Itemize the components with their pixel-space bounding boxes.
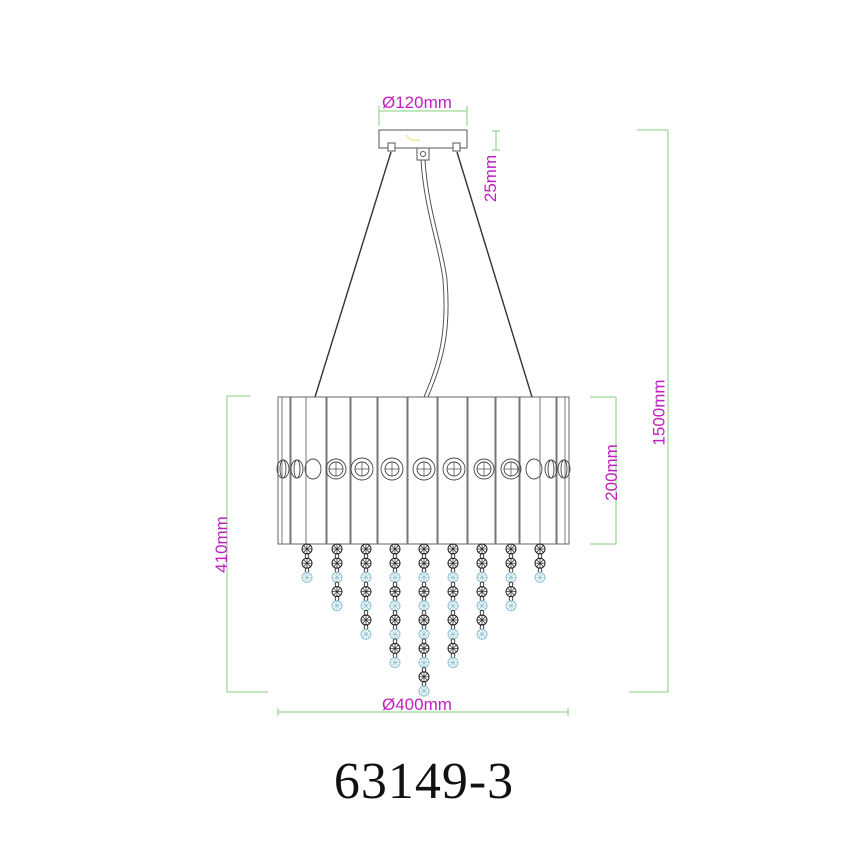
crystal-strand — [534, 543, 546, 583]
fixture-height-label: 410mm — [211, 516, 231, 573]
shade-diameter-label: Ø400mm — [382, 695, 452, 714]
crystal-strand — [418, 543, 430, 697]
crystal-strand — [331, 543, 343, 612]
model-number: 63149-3 — [333, 753, 515, 810]
crystal-strand — [389, 543, 401, 669]
suspension-cables — [314, 151, 533, 398]
overall-height-label: 1500mm — [649, 379, 669, 446]
power-cord — [420, 159, 449, 398]
canopy-height-dimension — [492, 130, 500, 151]
crystal-strand — [505, 543, 517, 612]
canopy-diameter-dimension — [378, 106, 468, 126]
overall-height-dimension — [629, 129, 669, 693]
crystal-strands — [301, 543, 546, 697]
ceiling-canopy — [378, 129, 468, 161]
canopy-height-label: 25mm — [481, 154, 501, 203]
shade-height-label: 200mm — [601, 444, 621, 501]
crystal-strand — [301, 543, 313, 583]
crystal-strand — [360, 543, 372, 640]
crystal-strand — [447, 543, 459, 669]
canopy-diameter-label: Ø120mm — [382, 93, 452, 112]
medallion-spokes — [329, 462, 518, 476]
shade-diameter-dimension — [277, 708, 569, 716]
crystal-shade — [277, 396, 570, 545]
shade-height-dimension — [590, 396, 617, 545]
fixture-height-dimension — [226, 395, 268, 693]
crystal-strand — [476, 543, 488, 640]
